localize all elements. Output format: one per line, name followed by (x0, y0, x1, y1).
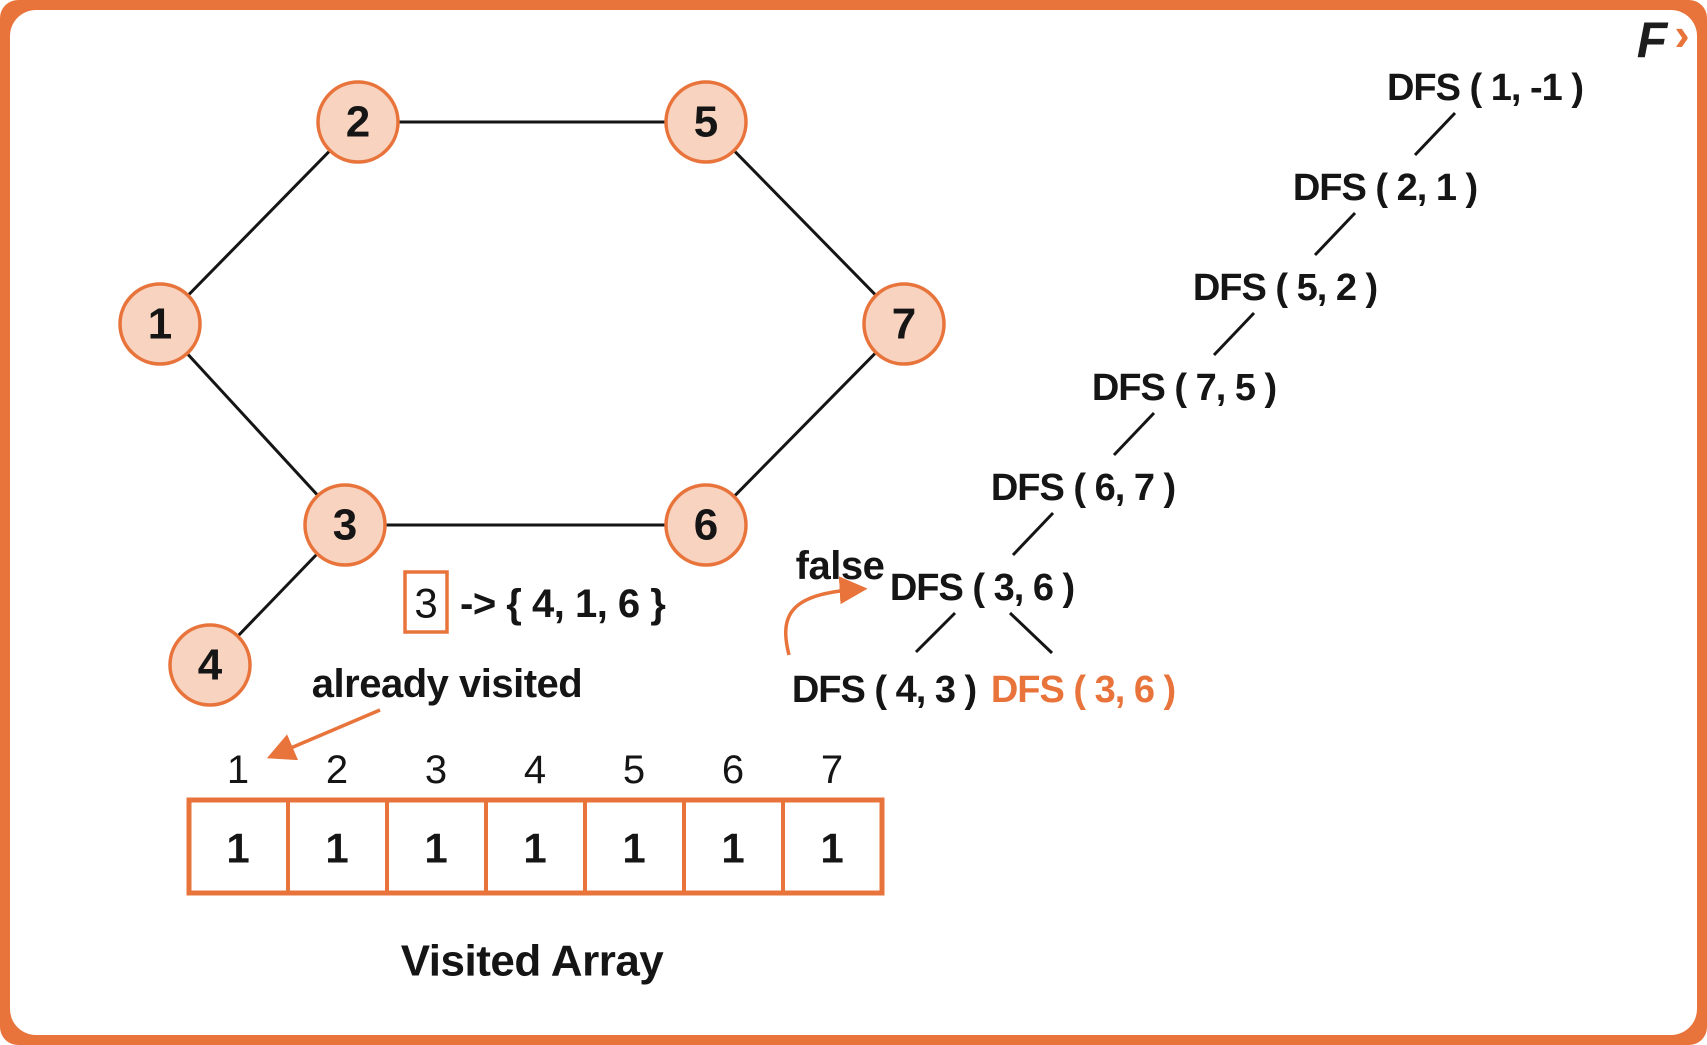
array-index-label: 7 (821, 748, 843, 792)
graph-node-label: 7 (892, 300, 916, 349)
already-visited-label: already visited (312, 662, 582, 706)
graph-edge (158, 322, 347, 527)
visited-array-value: 1 (523, 825, 546, 872)
brand-logo-chevron-icon: › (1674, 8, 1689, 60)
visited-pointer-arrow (266, 708, 381, 761)
dfs-call-label: DFS ( 4, 3 ) (792, 669, 976, 711)
false-arrow (784, 576, 868, 656)
graph-node-label: 4 (198, 641, 223, 690)
node-circle (862, 282, 946, 366)
array-index-label: 3 (425, 748, 447, 792)
array-index-label: 2 (326, 748, 348, 792)
visited-array-value: 1 (226, 825, 249, 872)
array-index-label: 5 (623, 748, 645, 792)
visited-array-value: 1 (424, 825, 447, 872)
dfs-call-label: DFS ( 1, -1 ) (1387, 67, 1583, 109)
visited-array-value: 1 (820, 825, 843, 872)
graph-node-label: 2 (346, 98, 370, 147)
dfs-call-label-revisit: DFS ( 3, 6 ) (991, 669, 1175, 711)
graph-node: 3 (303, 483, 387, 567)
node-circle (168, 623, 252, 707)
adjacency-set: -> { 4, 1, 6 } (460, 582, 665, 626)
graph-node: 6 (664, 483, 748, 567)
dfs-tree-connector (1313, 211, 1357, 257)
node-circle (118, 282, 202, 366)
graph-edge (704, 120, 906, 326)
graph-node-label: 6 (694, 501, 718, 550)
node-circle (316, 80, 400, 164)
visited-array-outline (186, 797, 885, 896)
graph-node-label: 3 (333, 501, 357, 550)
dfs-tree-connector (1008, 611, 1054, 655)
brand-logo-f-icon: F (1637, 12, 1669, 68)
node-circle (664, 483, 748, 567)
dfs-call-label: DFS ( 5, 2 ) (1193, 267, 1377, 309)
visited-array-value: 1 (721, 825, 744, 872)
graph-node-label: 1 (148, 300, 172, 349)
array-index-label: 4 (524, 748, 546, 792)
graph-node-label: 5 (694, 98, 718, 147)
visited-array-value: 1 (325, 825, 348, 872)
adjacency-note: 3 -> { 4, 1, 6 } (403, 570, 666, 634)
brand-logo: F › (1637, 8, 1690, 68)
graph-nodes: 1 2 3 4 5 6 7 (118, 80, 946, 707)
graph-edge (158, 120, 360, 326)
adjacency-key: 3 (414, 580, 437, 627)
graph-node: 5 (664, 80, 748, 164)
dfs-tree-connector (1112, 411, 1156, 457)
graph-edge (704, 322, 906, 527)
graph-node: 7 (862, 282, 946, 366)
array-index-label: 1 (227, 748, 249, 792)
dfs-tree-connectors (914, 111, 1457, 655)
dfs-call-label: DFS ( 2, 1 ) (1293, 167, 1477, 209)
adjacency-key-box (403, 570, 449, 634)
dfs-tree-connector (1212, 311, 1256, 357)
node-circle (664, 80, 748, 164)
array-cell-dividers (286, 800, 785, 893)
array-index-label: 6 (722, 748, 744, 792)
node-circle (303, 483, 387, 567)
graph-node: 2 (316, 80, 400, 164)
dfs-call-label: DFS ( 3, 6 ) (890, 567, 1074, 609)
visited-array: 1 2 3 4 5 6 7 1 1 1 1 1 1 1 Visited Ar (186, 748, 885, 986)
dfs-tree-connector (1413, 111, 1457, 157)
dfs-call-label: DFS ( 6, 7 ) (991, 467, 1175, 509)
dfs-tree-connector (914, 611, 957, 654)
graph-node: 1 (118, 282, 202, 366)
false-label: false (796, 544, 885, 588)
canvas (10, 10, 1697, 1035)
dfs-tree-connector (1011, 511, 1055, 557)
visited-array-caption: Visited Array (401, 937, 665, 986)
dfs-call-label: DFS ( 7, 5 ) (1092, 367, 1276, 409)
graph-node: 4 (168, 623, 252, 707)
visited-array-value: 1 (622, 825, 645, 872)
